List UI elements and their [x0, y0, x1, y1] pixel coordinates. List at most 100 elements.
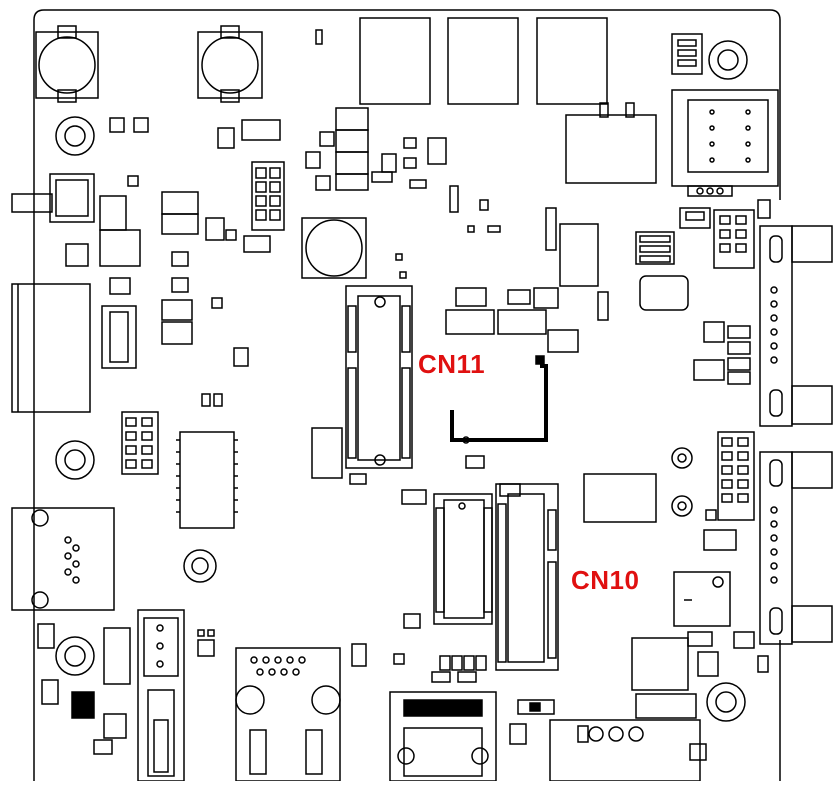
- smd-part: [697, 651, 719, 677]
- com-port-upper: [759, 225, 833, 427]
- smd-part: [509, 723, 527, 745]
- smd-block: [631, 637, 689, 691]
- pad-round-inner: [677, 501, 687, 511]
- soc-pin1: [535, 355, 545, 365]
- smd-block: [161, 191, 199, 215]
- smd-cap: [133, 117, 149, 133]
- smd-block: [99, 229, 141, 267]
- smd-block: [241, 119, 281, 141]
- power-inductor-stack: [305, 107, 447, 191]
- smd-part: [475, 655, 487, 671]
- com-port-lower: [759, 451, 833, 645]
- smd-part: [243, 235, 271, 253]
- smd-part: [625, 102, 635, 118]
- smd-part: [703, 529, 737, 551]
- power-block-1: [359, 17, 431, 105]
- smd-part: [315, 29, 323, 45]
- smd-part: [225, 229, 237, 241]
- mount-hole-inner: [64, 449, 86, 471]
- smd-part: [487, 225, 501, 233]
- hdmi-port: [389, 691, 497, 782]
- smd-part: [395, 253, 403, 261]
- small-ic-bottom: [71, 691, 95, 719]
- mount-hole: [708, 40, 748, 80]
- usb-port-stack: [137, 609, 185, 782]
- smd-part: [393, 653, 405, 665]
- smd-part: [597, 291, 609, 321]
- smd-block: [311, 427, 343, 479]
- smd-part: [213, 393, 223, 407]
- power-block-2: [447, 17, 519, 105]
- fan-connector: [679, 207, 711, 229]
- mount-hole: [55, 116, 95, 156]
- dip-switch: [635, 231, 675, 265]
- smd-part: [687, 631, 713, 647]
- smd-part: [455, 287, 487, 307]
- smd-part: [757, 655, 769, 673]
- mount-hole-inner: [64, 645, 86, 667]
- cn11-m2-slot: [345, 285, 413, 469]
- ic-block: [559, 223, 599, 287]
- smd-part: [211, 297, 223, 309]
- mount-hole-inner: [715, 691, 737, 713]
- smd-part: [757, 199, 771, 219]
- smd-part: [103, 713, 127, 739]
- pin-header-2x6: [717, 431, 755, 521]
- smd-part: [439, 655, 451, 671]
- smd-part: [727, 341, 751, 355]
- slide-switch: [517, 699, 555, 715]
- soc-outline: [450, 364, 548, 442]
- cn10-label: CN10: [571, 565, 640, 595]
- cn10-m2-slot: [495, 483, 559, 671]
- smd-part: [127, 175, 139, 187]
- smd-part: [161, 321, 193, 345]
- smd-block: [161, 213, 199, 235]
- smd-part: [465, 455, 485, 469]
- left-edge-connector: [11, 283, 91, 413]
- smd-part: [233, 347, 249, 367]
- smd-part: [171, 277, 189, 293]
- smd-part: [705, 509, 717, 521]
- round-inductor: [301, 217, 367, 279]
- smd-part: [161, 299, 193, 321]
- mount-hole-inner: [717, 49, 739, 71]
- pin-header-2x5: [713, 209, 755, 269]
- smd-part: [689, 743, 707, 761]
- smd-block: [217, 127, 235, 149]
- sim-card-slot: [671, 89, 779, 197]
- smd-part: [351, 643, 367, 667]
- soc-mark: [462, 436, 470, 444]
- smd-part: [349, 473, 367, 485]
- smd-cap: [109, 117, 125, 133]
- smd-part: [451, 655, 463, 671]
- rj45-usb-combo: [235, 647, 341, 782]
- mount-hole: [706, 682, 746, 722]
- smd-part: [727, 325, 751, 339]
- smd-part: [197, 629, 205, 637]
- push-button: [11, 173, 95, 223]
- audio-jacks: [549, 719, 701, 782]
- crystal: [639, 275, 689, 311]
- smd-part: [733, 631, 755, 649]
- pad-round: [671, 447, 693, 469]
- mount-hole-inner: [64, 125, 86, 147]
- sata-jack: [101, 305, 137, 369]
- cn11-label: CN11: [418, 349, 486, 379]
- pad-round: [671, 495, 693, 517]
- battery-holder-right: [197, 25, 263, 103]
- smd-part: [37, 623, 55, 649]
- smd-part: [207, 629, 215, 637]
- pin-header-2x5-left: [121, 411, 159, 475]
- smd-part: [103, 627, 131, 685]
- smd-part: [399, 271, 407, 279]
- smd-part: [479, 199, 489, 211]
- battery-holder-left: [35, 25, 99, 103]
- smd-part: [545, 207, 557, 251]
- smd-part: [547, 329, 579, 353]
- mount-hole: [55, 636, 95, 676]
- smd-block: [635, 693, 697, 719]
- smd-part: [507, 289, 531, 305]
- smd-part: [703, 321, 725, 343]
